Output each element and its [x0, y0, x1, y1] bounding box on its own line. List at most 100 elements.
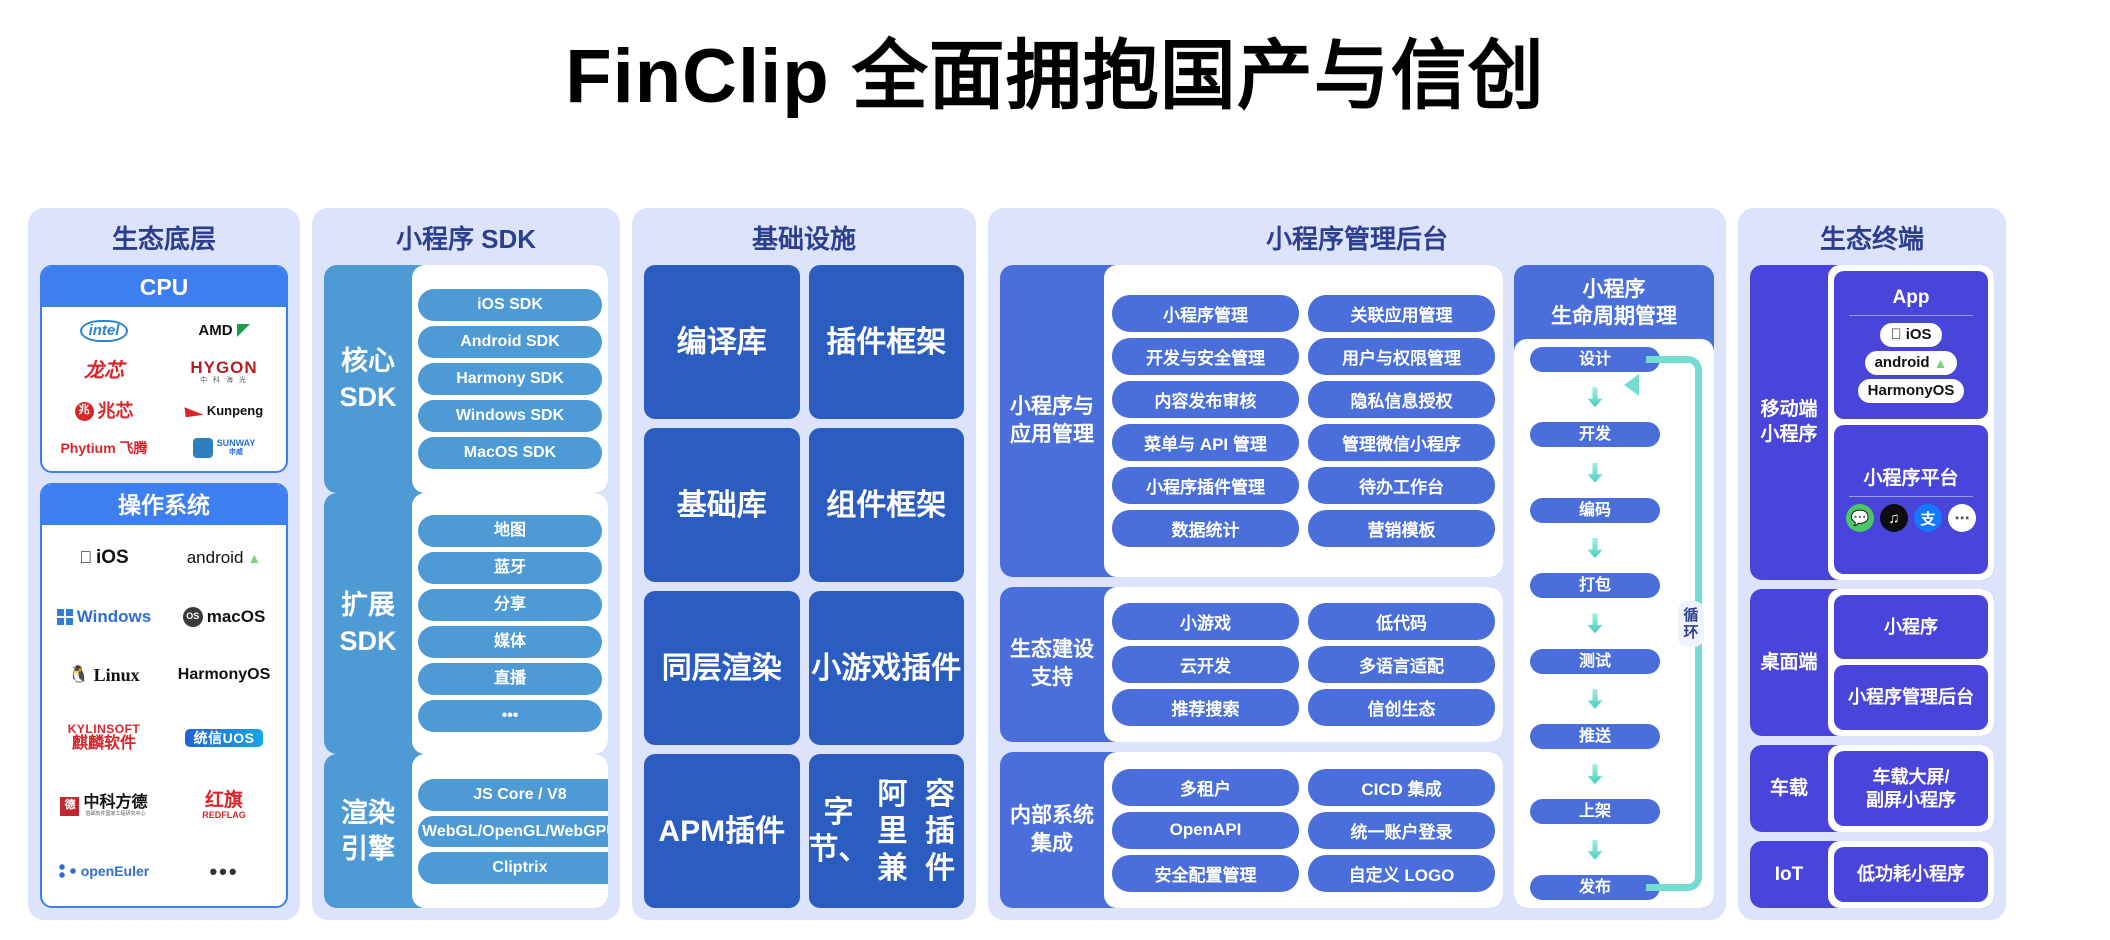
- zhaoxin-label: 兆芯: [97, 400, 134, 421]
- admin-item-miniapp-plugin-management[interactable]: 小程序插件管理: [1112, 466, 1299, 504]
- terminal-card-car-line1: 车载大屏/: [1872, 766, 1950, 787]
- arrow-down-icon: [1587, 764, 1603, 785]
- sdk-item-jscore[interactable]: JS Core / V8: [418, 778, 608, 811]
- column-title-admin-backend: 小程序管理后台: [1265, 224, 1448, 254]
- card-cpu: CPU intel AMD 龙芯 HYGON 中 科 海 光 兆兆芯 Kunpe…: [40, 265, 288, 473]
- phytium-logo: Phytium 飞腾: [60, 439, 148, 456]
- admin-item-custom-logo[interactable]: 自定义 LOGO: [1308, 854, 1495, 892]
- sdk-item-cliptrix[interactable]: Cliptrix: [418, 851, 608, 884]
- admin-item-lowcode[interactable]: 低代码: [1308, 602, 1495, 640]
- admin-item-todo-workbench[interactable]: 待办工作台: [1308, 466, 1495, 504]
- openeuler-label: openEuler: [80, 862, 150, 879]
- terminals-body: 移动端 小程序 App iOS android▲ HarmonyOS: [1750, 265, 1994, 908]
- lifecycle-stage-test[interactable]: 测试: [1530, 648, 1660, 674]
- admin-item-recommend-search[interactable]: 推荐搜索: [1112, 688, 1299, 726]
- lifecycle-stage-package[interactable]: 打包: [1530, 573, 1660, 599]
- admin-item-data-statistics[interactable]: 数据统计: [1112, 509, 1299, 547]
- admin-item-related-app-management[interactable]: 关联应用管理: [1308, 294, 1495, 332]
- terminal-pill-harmonyos[interactable]: HarmonyOS: [1857, 378, 1965, 403]
- admin-item-marketing-template[interactable]: 营销模板: [1308, 509, 1495, 547]
- admin-item-miniapp-management[interactable]: 小程序管理: [1112, 294, 1299, 332]
- admin-item-xinchuang-ecosystem[interactable]: 信创生态: [1308, 688, 1495, 726]
- lifecycle-stage-push[interactable]: 推送: [1530, 724, 1660, 750]
- douyin-icon[interactable]: ♫: [1880, 504, 1908, 533]
- sdk-group-extension-label: 扩展 SDK: [324, 493, 412, 755]
- terminal-card-car-screen[interactable]: 车载大屏/ 副屏小程序: [1834, 751, 1988, 827]
- admin-item-multilang-adaptation[interactable]: 多语言适配: [1308, 645, 1495, 683]
- infra-box-bytedance-alibaba-compat[interactable]: 字节、阿里兼容插件: [808, 754, 964, 908]
- android-label: android: [186, 548, 244, 568]
- admin-item-unified-account-login[interactable]: 统一账户登录: [1308, 811, 1495, 849]
- sdk-item-macos[interactable]: MacOS SDK: [418, 436, 602, 469]
- admin-item-manage-wechat-miniapp[interactable]: 管理微信小程序: [1308, 423, 1495, 461]
- sdk-item-android[interactable]: Android SDK: [418, 325, 602, 358]
- terminal-card-desktop-admin[interactable]: 小程序管理后台: [1834, 665, 1988, 731]
- infra-box-plugin-framework[interactable]: 插件框架: [808, 265, 964, 419]
- admin-item-privacy-authorization[interactable]: 隐私信息授权: [1308, 380, 1495, 418]
- terminal-card-miniapp-platform: 小程序平台 💬 ♫ 支 ⋯: [1834, 425, 1988, 574]
- sdk-item-map[interactable]: 地图: [418, 514, 602, 547]
- lifecycle-stage-design[interactable]: 设计: [1530, 347, 1660, 372]
- terminal-pill-ios-label: iOS: [1900, 325, 1932, 343]
- terminal-card-iot-lowpower[interactable]: 低功耗小程序: [1834, 847, 1988, 902]
- redflag-label: 红旗: [204, 790, 243, 812]
- android-icon: ▲: [247, 549, 262, 566]
- terminal-card-desktop-miniapp[interactable]: 小程序: [1834, 594, 1988, 660]
- sdk-render-label-line2: 引擎: [341, 834, 395, 865]
- sdk-item-windows[interactable]: Windows SDK: [418, 399, 602, 432]
- sdk-core-items: iOS SDK Android SDK Harmony SDK Windows …: [412, 265, 608, 493]
- sdk-item-media[interactable]: 媒体: [418, 625, 602, 658]
- sdk-group-ext-wrap: 扩展 SDK 地图 蓝牙 分享 媒体 直播 •••: [324, 492, 608, 755]
- os-more-icon: •••: [209, 858, 239, 884]
- ios-label: iOS: [89, 547, 129, 569]
- sdk-item-live[interactable]: 直播: [418, 662, 602, 695]
- admin-section-items-ecosystem-support: 小游戏 低代码 云开发 多语言适配 推荐搜索 信创生态: [1104, 586, 1503, 743]
- terminal-pill-ios[interactable]: iOS: [1880, 322, 1942, 347]
- wechat-icon[interactable]: 💬: [1846, 504, 1874, 533]
- admin-sec1-label-line2: 应用管理: [1010, 422, 1094, 446]
- admin-item-cloud-dev[interactable]: 云开发: [1112, 645, 1299, 683]
- openeuler-logo: openEuler: [58, 862, 150, 879]
- sdk-render-label-line1: 渲染: [341, 798, 395, 829]
- admin-item-dev-security-management[interactable]: 开发与安全管理: [1112, 337, 1299, 375]
- infra-box-component-framework[interactable]: 组件框架: [808, 428, 964, 582]
- admin-item-security-config-management[interactable]: 安全配置管理: [1112, 854, 1299, 892]
- loop-label-line2: 环: [1683, 623, 1699, 641]
- sdk-item-harmony[interactable]: Harmony SDK: [418, 362, 602, 395]
- infra-box-same-layer-render[interactable]: 同层渲染: [644, 591, 800, 745]
- admin-sec2-label-line2: 支持: [1031, 666, 1073, 690]
- column-title-terminals: 生态终端: [1819, 224, 1924, 254]
- infra-box-base-library[interactable]: 基础库: [644, 428, 800, 582]
- admin-item-cicd-integration[interactable]: CICD 集成: [1308, 768, 1495, 806]
- admin-item-content-publish-review[interactable]: 内容发布审核: [1112, 380, 1299, 418]
- infra-box-compiler[interactable]: 编译库: [644, 265, 800, 419]
- admin-item-openapi[interactable]: OpenAPI: [1112, 811, 1299, 849]
- lifecycle-stage-release[interactable]: 发布: [1530, 874, 1660, 900]
- sdk-item-share[interactable]: 分享: [418, 588, 602, 621]
- admin-item-menu-api-management[interactable]: 菜单与 API 管理: [1112, 423, 1299, 461]
- admin-item-minigame[interactable]: 小游戏: [1112, 602, 1299, 640]
- infra-box-minigame-plugin[interactable]: 小游戏插件: [808, 591, 964, 745]
- sdk-item-bluetooth[interactable]: 蓝牙: [418, 551, 602, 584]
- admin-item-multi-tenant[interactable]: 多租户: [1112, 768, 1299, 806]
- sdk-item-more[interactable]: •••: [418, 699, 602, 732]
- lifecycle-stage-develop[interactable]: 开发: [1530, 422, 1660, 448]
- zhaoxin-icon: 兆: [74, 401, 94, 421]
- admin-item-user-permission-management[interactable]: 用户与权限管理: [1308, 337, 1495, 375]
- arrow-down-icon: [1587, 688, 1603, 709]
- terminal-pill-android[interactable]: android▲: [1864, 350, 1958, 375]
- hygon-sublabel: 中 科 海 光: [200, 376, 248, 384]
- sdk-item-webgl[interactable]: WebGL/OpenGL/WebGPU: [418, 815, 608, 847]
- admin-section-label-app-management: 小程序与 应用管理: [1000, 265, 1104, 577]
- sdk-item-ios[interactable]: iOS SDK: [418, 288, 602, 321]
- lifecycle-title-line2: 生命周期管理: [1551, 305, 1677, 328]
- lifecycle-stage-code[interactable]: 编码: [1530, 497, 1660, 523]
- alipay-icon[interactable]: 支: [1914, 504, 1942, 533]
- more-platforms-icon[interactable]: ⋯: [1948, 504, 1976, 533]
- divider: [1849, 314, 1973, 316]
- terminal-items-mobile: App iOS android▲ HarmonyOS 小程序平台 💬 ♫: [1828, 265, 1994, 580]
- lifecycle-stage-publish-store[interactable]: 上架: [1530, 799, 1660, 825]
- redflag-sublabel: REDFLAG: [202, 810, 246, 821]
